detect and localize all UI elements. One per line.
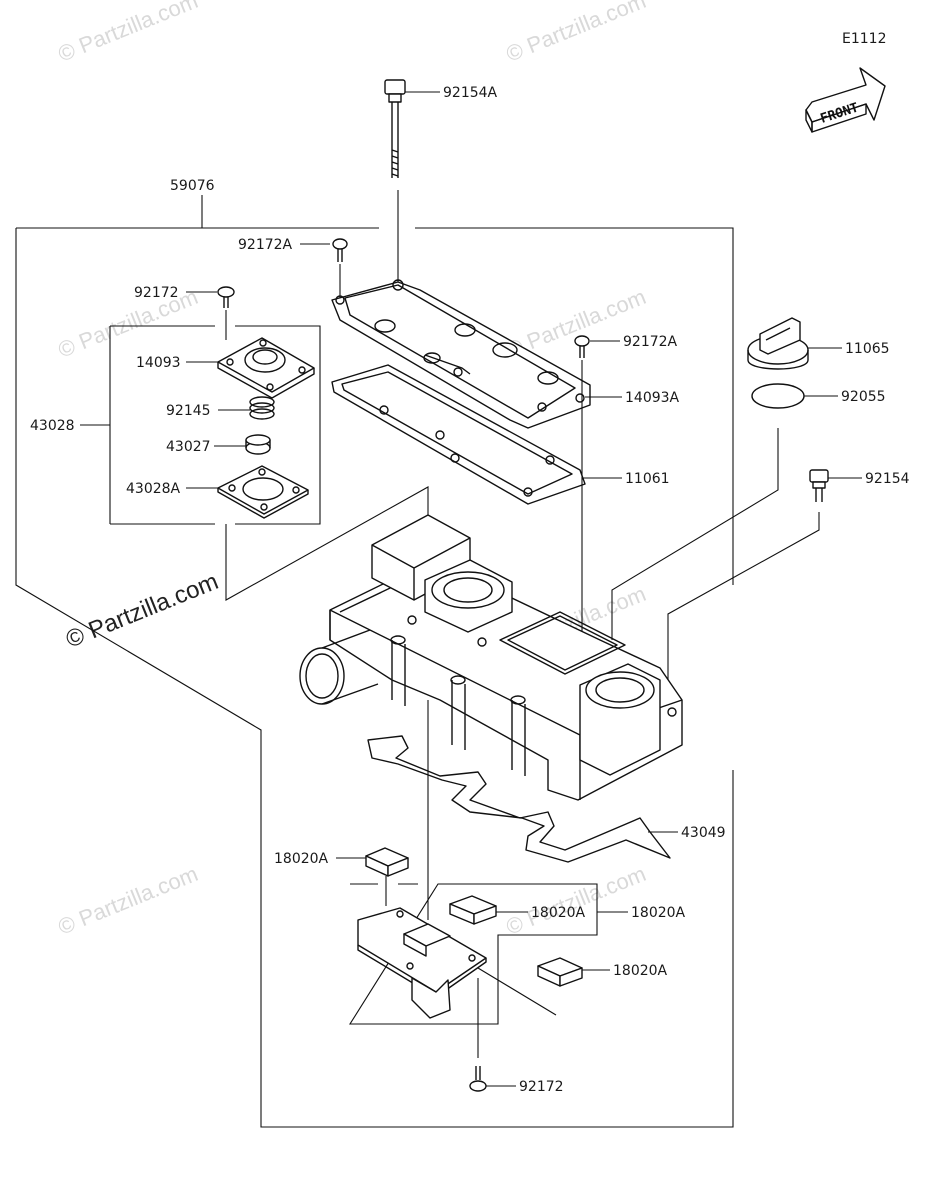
callout-14093A: 14093A: [625, 390, 680, 406]
damper-18020A-right: [537, 957, 583, 987]
callout-92172A-mid: 92172A: [623, 334, 678, 350]
diagram-code: E1112: [842, 31, 886, 47]
watermark: © Partzilla.com: [503, 0, 650, 67]
spring-92145: [249, 396, 275, 420]
screw-92172A-mid: [574, 335, 590, 358]
damper-18020A-left: [365, 847, 409, 877]
callout-43028A: 43028A: [126, 481, 181, 497]
cap-43027: [245, 434, 271, 455]
front-arrow-icon: FRONT: [805, 67, 886, 133]
subassembly-18020-box: [349, 883, 598, 1025]
callout-43027: 43027: [166, 439, 211, 455]
callout-92154A: 92154A: [443, 85, 498, 101]
watermark: © Partzilla.com: [55, 0, 202, 67]
screw-92172A-top: [332, 238, 348, 262]
callout-92154: 92154: [865, 471, 910, 487]
gasket-11061: [331, 364, 586, 505]
watermark-main: © Partzilla.com: [62, 568, 222, 654]
oil-filler-cap-11065: [747, 317, 809, 370]
bolt-92154A: [384, 79, 406, 178]
callout-11061: 11061: [625, 471, 670, 487]
callout-92172-left: 92172: [134, 285, 179, 301]
callout-59076: 59076: [170, 178, 215, 194]
callout-14093: 14093: [136, 355, 181, 371]
axis-92154: [667, 512, 820, 680]
breather-cover-14093: [217, 337, 315, 399]
axis-11065: [611, 428, 779, 640]
callout-18020A-mid: 18020A: [531, 905, 586, 921]
screw-92172-left: [217, 286, 235, 308]
o-ring-92055: [751, 383, 805, 409]
axis-43028: [225, 486, 429, 601]
callout-92172A-top: 92172A: [238, 237, 293, 253]
callout-18020: 18020A: [631, 905, 686, 921]
callout-18020A-left: 18020A: [274, 851, 329, 867]
cover-plate-14093A: [331, 279, 591, 429]
callout-92172-bottom: 92172: [519, 1079, 564, 1095]
callout-92145: 92145: [166, 403, 211, 419]
diaphragm-43028A: [217, 465, 309, 519]
watermark: © Partzilla.com: [55, 284, 202, 363]
assembly-59076-bracket: [15, 227, 734, 1128]
axis-plate-bolt: [477, 967, 557, 1058]
callout-43049: 43049: [681, 825, 726, 841]
bolt-92154: [809, 469, 829, 502]
subassembly-43028-box: [110, 325, 321, 525]
watermark: © Partzilla.com: [55, 861, 202, 940]
callout-11065: 11065: [845, 341, 890, 357]
damper-18020A-mid: [449, 895, 497, 925]
callout-92055: 92055: [841, 389, 886, 405]
watermark: © Partzilla.com: [503, 861, 650, 940]
callout-43028: 43028: [30, 418, 75, 434]
baffle-plate: [357, 907, 487, 1019]
callout-18020A-right: 18020A: [613, 963, 668, 979]
cylinder-head-cover: [299, 514, 683, 801]
screw-92172-bottom: [469, 1066, 487, 1092]
